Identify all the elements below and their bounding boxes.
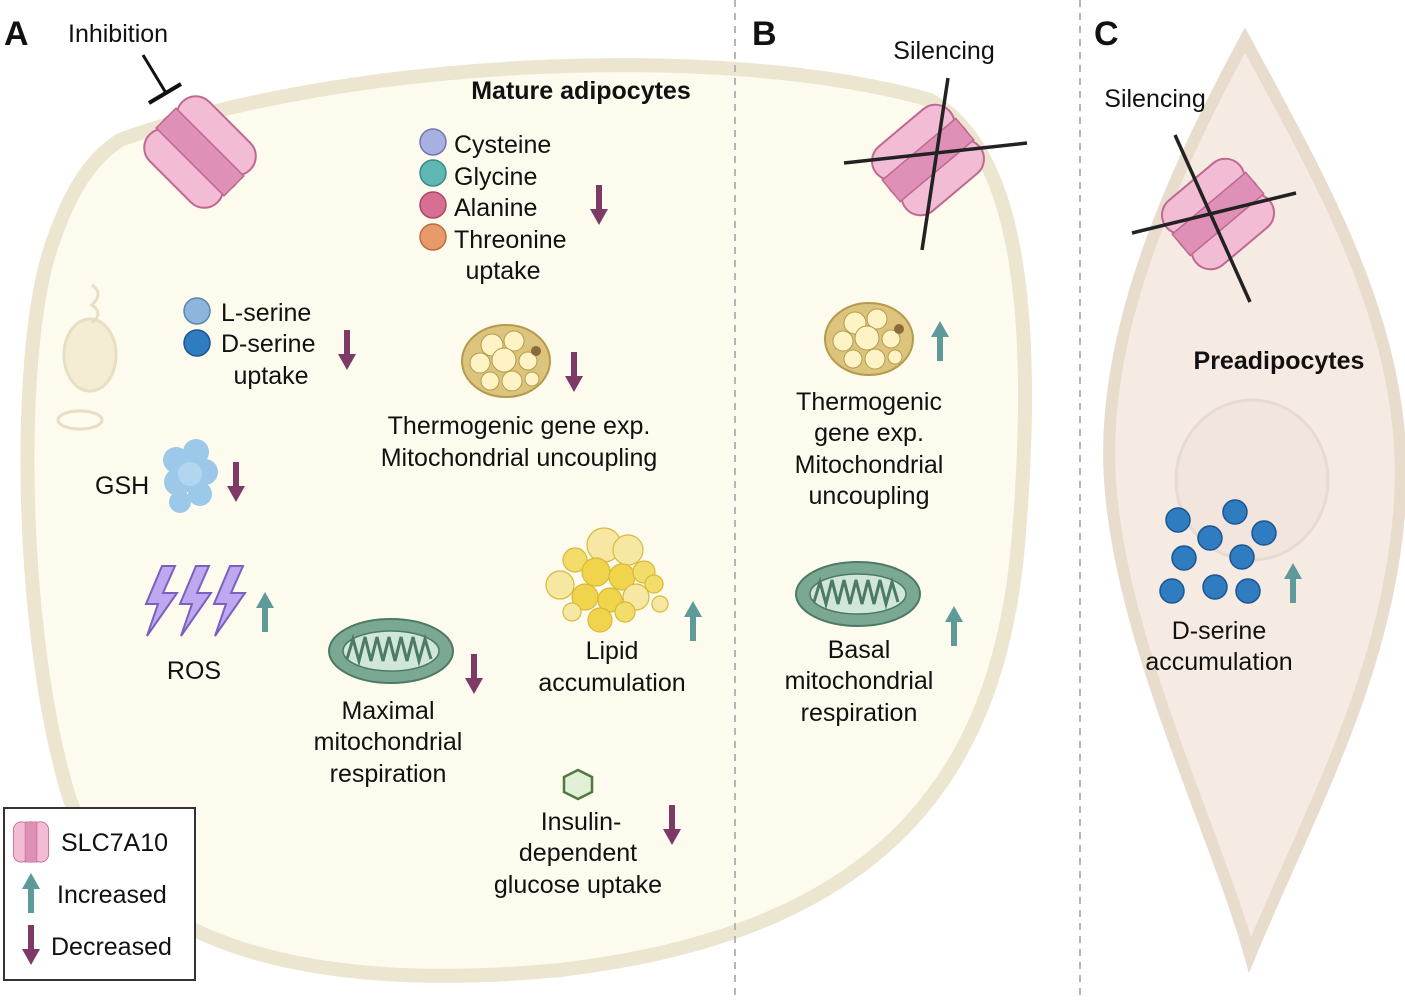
panel-a-letter: A: [4, 15, 29, 53]
insulin-line3: glucose uptake: [494, 871, 662, 899]
legend-decreased-label: Decreased: [51, 933, 172, 961]
lipid-line2: accumulation: [538, 669, 685, 697]
basal-line3: respiration: [801, 699, 918, 727]
legend: SLC7A10 Increased Decreased: [3, 807, 196, 981]
ros-label: ROS: [167, 657, 221, 685]
threonine-label: Threonine: [454, 226, 567, 254]
serine-uptake-label: uptake: [233, 362, 308, 390]
fat-droplet-icon: [461, 324, 551, 398]
panel-b-letter: B: [752, 15, 777, 53]
alanine-label: Alanine: [454, 194, 537, 222]
mature-adipocytes-title: Mature adipocytes: [471, 77, 691, 105]
panel-c-letter: C: [1094, 15, 1119, 53]
insulin-line2: dependent: [519, 839, 637, 867]
maximal-line3: respiration: [330, 760, 447, 788]
thermo-b-line3: Mitochondrial: [795, 451, 944, 479]
cysteine-label: Cysteine: [454, 131, 551, 159]
nucleus: [62, 317, 118, 393]
preadipocytes-title: Preadipocytes: [1194, 347, 1365, 375]
glycine-icon: [419, 159, 447, 187]
basal-line1: Basal: [828, 636, 891, 664]
mature-adipocyte-cell: [20, 58, 1033, 983]
thermo-b-line4: uncoupling: [809, 482, 930, 510]
cysteine-icon: [419, 128, 447, 156]
insulin-line1: Insulin-: [541, 808, 622, 836]
gsh-protein-icon: [163, 439, 218, 513]
maximal-line1: Maximal: [341, 697, 434, 725]
legend-increased-label: Increased: [57, 881, 167, 909]
dserine-line2: accumulation: [1145, 648, 1292, 676]
threonine-icon: [419, 223, 447, 251]
gsh-label: GSH: [95, 472, 149, 500]
inhibition-label: Inhibition: [68, 20, 168, 48]
aa-uptake-label: uptake: [465, 257, 540, 285]
thermo-line2: Mitochondrial uncoupling: [381, 444, 658, 472]
silencing-c-label: Silencing: [1104, 85, 1205, 113]
legend-transporter-label: SLC7A10: [61, 829, 168, 857]
thermo-b-line1: Thermogenic: [796, 388, 942, 416]
d-serine-cluster-icon: [1159, 499, 1277, 604]
maximal-line2: mitochondrial: [314, 728, 463, 756]
dserine-line1: D-serine: [1172, 617, 1266, 645]
d-serine-icon: [183, 329, 211, 357]
mitochondrion-a-icon: [327, 617, 455, 685]
lipid-droplets-icon: [545, 527, 669, 633]
d-serine-label: D-serine: [221, 330, 315, 358]
ros-lightning-icon: [144, 565, 247, 637]
l-serine-label: L-serine: [221, 299, 311, 327]
silencing-b-label: Silencing: [893, 37, 994, 65]
l-serine-icon: [183, 297, 211, 325]
alanine-icon: [419, 191, 447, 219]
legend-transporter-icon: [12, 821, 50, 863]
glucose-hexagon-icon: [562, 768, 594, 801]
basal-line2: mitochondrial: [785, 667, 934, 695]
fat-droplet-b-icon: [824, 302, 914, 376]
thermo-line1: Thermogenic gene exp.: [388, 412, 651, 440]
lipid-line1: Lipid: [586, 637, 639, 665]
thermo-b-line2: gene exp.: [814, 419, 924, 447]
mitochondrion-b-icon: [794, 560, 922, 628]
glycine-label: Glycine: [454, 163, 537, 191]
